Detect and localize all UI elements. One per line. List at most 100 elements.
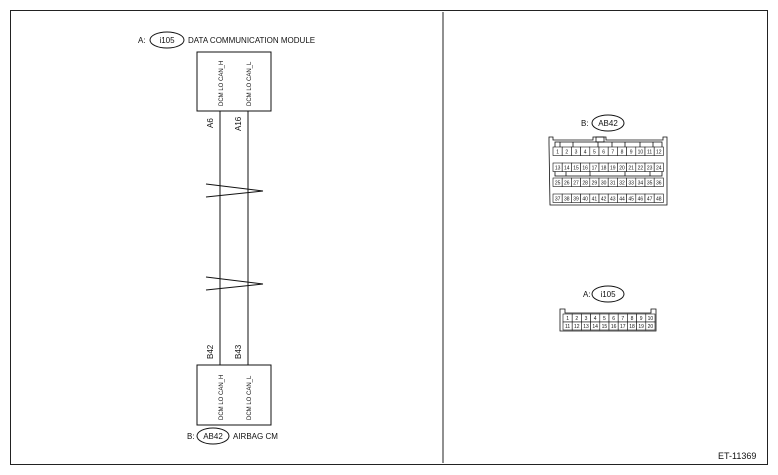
connector-a-pin-number: 17 xyxy=(620,324,626,330)
connector-a-pin-number: 10 xyxy=(648,316,654,322)
connector-b-pin-number: 5 xyxy=(593,150,596,156)
connector-b-pin-number: 39 xyxy=(573,197,579,203)
connector-b-pin-number: 37 xyxy=(555,197,561,203)
connector-b-pin-number: 6 xyxy=(602,150,605,156)
module-a-code: i105 xyxy=(159,36,175,45)
module-a-pin-number-1: A6 xyxy=(206,118,215,128)
connector-b-header: B: AB42 xyxy=(581,114,625,132)
connector-a-pin-number: 4 xyxy=(594,316,597,322)
module-a-pin-label-l: DCM LO CAN_L xyxy=(247,61,253,106)
module-a-header: A: i105 DATA COMMUNICATION MODULE xyxy=(138,31,315,49)
connector-b-pin-number: 8 xyxy=(621,150,624,156)
module-a-code-oval xyxy=(149,31,185,49)
connector-b-pin-number: 38 xyxy=(564,197,570,203)
connector-b-pin-number: 31 xyxy=(610,181,616,187)
connector-b-pin-number: 35 xyxy=(647,181,653,187)
connector-b-pin-number: 46 xyxy=(638,197,644,203)
connector-b-pin-number: 18 xyxy=(601,166,607,172)
connector-b-pin-number: 1 xyxy=(556,150,559,156)
connector-a-pin-number: 3 xyxy=(585,316,588,322)
connector-b-pin-number: 19 xyxy=(610,166,616,172)
twist-marker-lower xyxy=(205,276,264,291)
connector-b-pin-number: 16 xyxy=(582,166,588,172)
connector-b-pin-number: 36 xyxy=(656,181,662,187)
connector-b-pin-number: 33 xyxy=(628,181,634,187)
module-b-header: B: AB42 AIRBAG CM xyxy=(187,427,278,445)
connector-b-pin-number: 14 xyxy=(564,166,570,172)
connector-b-pin-number: 40 xyxy=(582,197,588,203)
connector-b-pin-number: 23 xyxy=(647,166,653,172)
module-b-box xyxy=(196,364,272,426)
connector-b-pin-number: 45 xyxy=(628,197,634,203)
connector-a-pin-number: 15 xyxy=(602,324,608,330)
connector-b-pin-number: 24 xyxy=(656,166,662,172)
module-a-box xyxy=(196,51,272,112)
connector-b-pin-number: 22 xyxy=(638,166,644,172)
connector-b-pin-number: 15 xyxy=(573,166,579,172)
connector-a-pin-number: 1 xyxy=(566,316,569,322)
connector-b-pin-number: 11 xyxy=(647,150,652,156)
connector-a-pin-number: 5 xyxy=(603,316,606,322)
connector-a-pin-number: 14 xyxy=(592,324,598,330)
connector-a-code-oval xyxy=(591,285,625,303)
connector-b-pin-number: 10 xyxy=(638,150,644,156)
connector-a-code: i105 xyxy=(600,290,616,299)
module-b-code-oval xyxy=(196,427,230,445)
connector-b-pin-number: 34 xyxy=(638,181,644,187)
connector-b-pin-cell xyxy=(653,162,664,172)
module-a-pin-number-2: A16 xyxy=(234,116,243,131)
connector-a-pin-number: 9 xyxy=(640,316,643,322)
twist-marker-upper xyxy=(205,183,264,198)
connector-b-pin-number: 21 xyxy=(628,166,634,172)
connector-a-pin-number: 18 xyxy=(629,324,635,330)
connector-b-pin-number: 25 xyxy=(555,181,561,187)
diagram-frame xyxy=(10,10,768,465)
connector-b-pin-number: 26 xyxy=(564,181,570,187)
connector-b-pin-number: 28 xyxy=(582,181,588,187)
connector-b-pin-number: 44 xyxy=(619,197,625,203)
connector-b-pin-number: 9 xyxy=(630,150,633,156)
connector-b-code-oval xyxy=(591,114,625,132)
connector-b-pin-number: 20 xyxy=(619,166,625,172)
connector-b-prefix: B: xyxy=(581,119,589,128)
connector-a-pin-number: 8 xyxy=(631,316,634,322)
module-b-name: AIRBAG CM xyxy=(233,432,278,441)
connector-b-pin-number: 27 xyxy=(573,181,579,187)
connector-b-pin-number: 29 xyxy=(592,181,598,187)
connector-a-pin-number: 12 xyxy=(574,324,580,330)
connector-b-pin-number: 43 xyxy=(610,197,616,203)
module-a-prefix: A: xyxy=(138,36,146,45)
connector-a-pin-number: 6 xyxy=(612,316,615,322)
connector-a-pin-number: 7 xyxy=(621,316,624,322)
connector-b-pin-number: 7 xyxy=(611,150,614,156)
connector-b-pin-number: 42 xyxy=(601,197,607,203)
connector-a-pin-number: 19 xyxy=(638,324,644,330)
module-b-pin-number-1: B42 xyxy=(206,344,215,359)
connector-b-code: AB42 xyxy=(598,119,618,128)
connector-a-header: A: i105 xyxy=(583,285,625,303)
connector-b-pin-number: 4 xyxy=(584,150,587,156)
connector-b-pin-number: 30 xyxy=(601,181,607,187)
connector-b-pin-number: 47 xyxy=(647,197,653,203)
connector-b-pin-number: 13 xyxy=(555,166,561,172)
module-b-prefix: B: xyxy=(187,432,195,441)
module-b-pin-label-l: DCM LO CAN_L xyxy=(247,375,253,420)
connector-a-pin-number: 16 xyxy=(611,324,617,330)
connector-b-pin-cell xyxy=(653,177,664,187)
connector-b-pin-cell xyxy=(653,193,664,203)
connector-a-pin-number: 2 xyxy=(575,316,578,322)
figure-id: ET-11369 xyxy=(718,451,756,461)
connector-b-pin-number: 3 xyxy=(575,150,578,156)
connector-b-pin-number: 12 xyxy=(656,150,662,156)
connector-a-pin-number: 13 xyxy=(583,324,589,330)
connector-b-pin-number: 32 xyxy=(619,181,625,187)
module-b-pin-label-h: DCM LO CAN_H xyxy=(219,375,225,420)
module-b-pin-number-2: B43 xyxy=(234,344,243,359)
connector-b-pin-number: 2 xyxy=(565,150,568,156)
connector-b-pin-cell xyxy=(653,146,664,156)
module-a-name: DATA COMMUNICATION MODULE xyxy=(188,36,315,45)
connector-b-pin-number: 17 xyxy=(592,166,598,172)
